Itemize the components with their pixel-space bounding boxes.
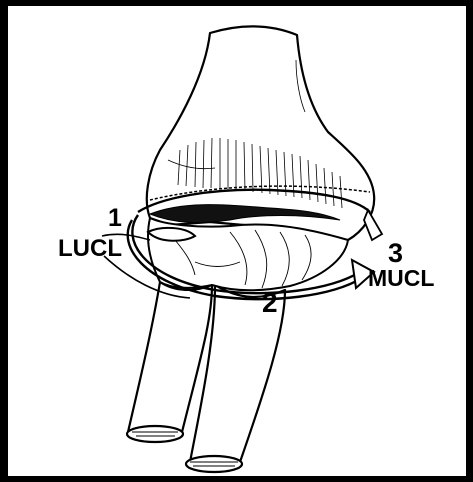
label-mucl: MUCL: [368, 265, 434, 291]
medial-tab: [364, 210, 382, 240]
label-stage-3: 3: [388, 238, 403, 268]
label-stage-2: 2: [262, 287, 278, 318]
label-lucl: LUCL: [58, 235, 122, 262]
label-stage-1: 1: [108, 204, 122, 232]
